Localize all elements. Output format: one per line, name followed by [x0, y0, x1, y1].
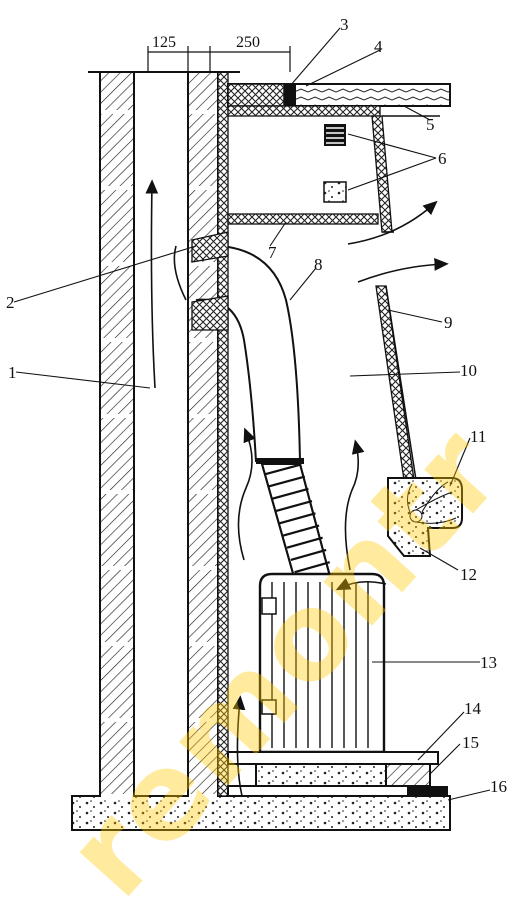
vent-grilles	[323, 124, 347, 203]
callout-4: 4	[374, 37, 383, 56]
dimension-250: 250	[236, 34, 260, 51]
leader-lines	[13, 27, 491, 801]
ceiling-slab	[88, 71, 451, 107]
callout-11: 11	[470, 427, 487, 446]
callout-6: 6	[438, 149, 447, 168]
stove-body	[258, 572, 386, 754]
flue-pipe	[191, 231, 301, 463]
callout-7: 7	[268, 243, 277, 262]
callout-2: 2	[6, 293, 15, 312]
callout-15: 15	[462, 733, 479, 752]
callout-12: 12	[460, 565, 477, 584]
corrugated-connector	[256, 458, 334, 585]
dimension-125: 125	[152, 34, 176, 51]
airflow-arrows	[145, 179, 449, 797]
callout-5: 5	[426, 115, 435, 134]
mantle-block	[387, 477, 463, 557]
callout-3: 3	[340, 15, 349, 34]
hood-enclosure	[227, 105, 440, 233]
callout-10: 10	[460, 361, 477, 380]
callout-16: 16	[490, 777, 507, 796]
chimney-outer-wall	[99, 71, 135, 798]
stove-base	[227, 751, 448, 797]
chimney-inner-wall	[187, 71, 229, 798]
fireplace-stove-diagram: 125 250 1 2 3 4 5 6 7 8 9 10 11 12 13 14…	[6, 15, 517, 923]
diagram-canvas	[13, 27, 491, 831]
front-facing-panel	[375, 231, 417, 481]
dimension-lines	[147, 46, 291, 72]
callout-8: 8	[314, 255, 323, 274]
callout-9: 9	[444, 313, 453, 332]
callout-13: 13	[480, 653, 497, 672]
floor-slab	[71, 795, 451, 831]
callout-1: 1	[8, 363, 17, 382]
callout-14: 14	[464, 699, 481, 718]
